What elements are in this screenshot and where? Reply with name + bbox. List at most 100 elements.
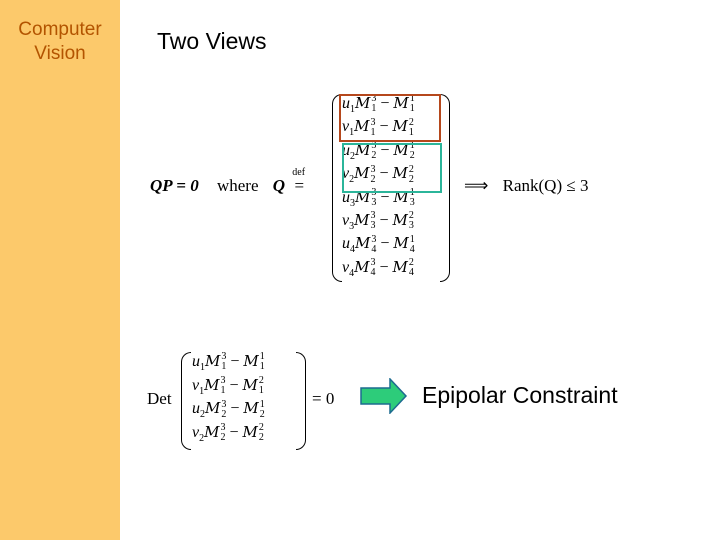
m-symbol: M [354,117,370,136]
coef: u [342,188,350,206]
sidebar-title: Computer Vision [0,18,120,66]
minus: − [225,376,243,394]
m-symbol: M [205,399,221,418]
sidebar-title-line2: Vision [34,43,86,64]
m-symbol: M [355,234,371,253]
m-symbol: M [204,375,220,394]
m-symbol: M [355,140,371,159]
minus: − [226,353,244,370]
m-symbol: M [243,399,259,418]
m-symbol: M [355,94,371,112]
m-symbol: M [393,94,409,112]
coef-index: 2 [199,432,205,444]
coef: v [342,258,350,276]
m-symbol: M [392,164,408,183]
matrix2-left-paren [181,352,191,450]
coef: u [192,353,200,370]
where-word: where [216,176,259,195]
m-symbol: M [204,422,220,441]
coef-index: 1 [200,362,205,374]
coef-index: 1 [199,385,205,397]
coef: v [342,212,350,229]
coef-index: 2 [349,174,355,186]
m-symbol: M [392,117,408,136]
minus: − [376,188,394,206]
coef: u [192,400,200,418]
rank-implication: ⟹ Rank(Q) ≤ 3 [464,176,588,196]
coef: u [342,141,350,159]
m-symbol: M [392,257,408,276]
minus: − [375,118,393,136]
def-equals: def= [292,167,306,195]
m-symbol: M [354,211,370,229]
m-symbol: M [243,352,259,370]
slide-title: Two Views [157,28,267,54]
coef-index: 3 [349,221,355,233]
m-symbol: M [354,164,370,183]
minus: − [375,212,393,229]
minus: − [225,423,243,441]
minus: − [376,95,394,112]
coef: v [192,376,200,394]
minus: − [375,165,393,183]
minus: − [376,141,394,159]
m-symbol: M [354,257,370,276]
q-symbol: Q [272,176,286,195]
matrix2-right-paren [296,352,306,450]
m-symbol: M [393,140,409,159]
det-label: Det [147,389,172,408]
m-symbol: M [242,375,258,394]
minus: − [375,258,393,276]
minus: − [376,235,394,253]
view1-highlight-box [339,94,441,142]
m-symbol: M [242,422,258,441]
coef-index: 3 [350,197,355,209]
det-equals-zero: = 0 [312,389,335,408]
def-label: def [292,167,306,178]
coef: v [342,165,350,183]
m-symbol: M [205,352,221,370]
implies-arrow: ⟹ [464,176,489,195]
sidebar: Computer Vision [0,0,120,540]
right-arrow-icon [360,378,408,414]
coef-index: 4 [349,267,355,279]
view2-highlight-box [342,143,442,193]
coef: u [342,95,350,112]
minus: − [226,400,244,418]
rank-condition: Rank(Q) ≤ 3 [502,176,589,195]
sidebar-title-line1: Computer [18,19,102,40]
coef: v [192,423,200,441]
m-symbol: M [392,211,408,229]
coef: v [342,118,350,136]
